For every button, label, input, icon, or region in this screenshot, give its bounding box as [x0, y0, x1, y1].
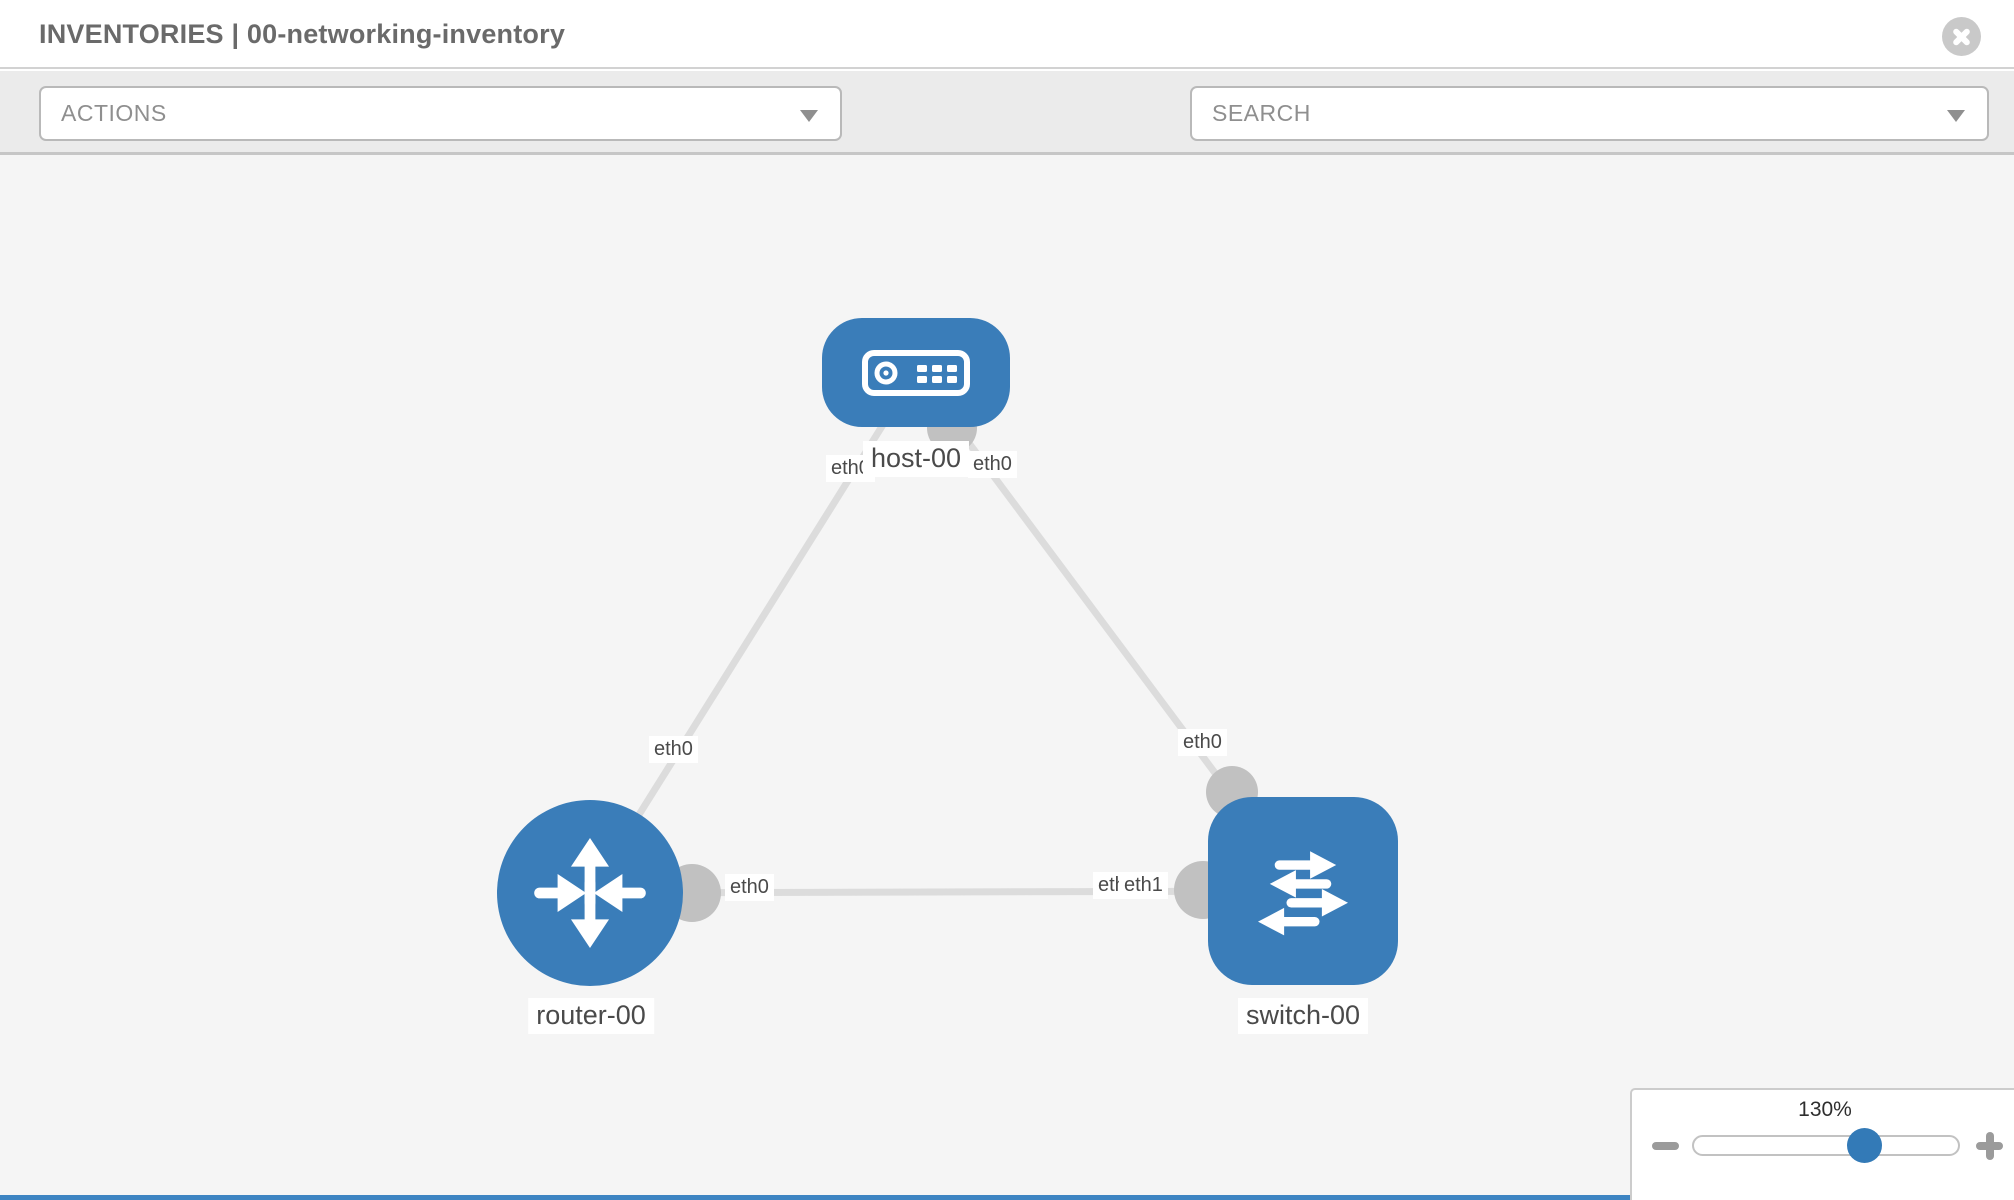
- zoom-out-button[interactable]: [1652, 1142, 1679, 1150]
- chevron-down-icon: [800, 110, 818, 122]
- node-label-router-00: router-00: [528, 998, 654, 1034]
- interface-label-eth0: eth0: [649, 736, 698, 763]
- topology-canvas[interactable]: eth0 eth0 eth0 eth0 eth0 eth0 eth1 host-…: [0, 155, 2014, 1200]
- search-dropdown[interactable]: SEARCH: [1190, 86, 1989, 141]
- node-router-00[interactable]: [497, 800, 683, 986]
- close-icon[interactable]: [1942, 17, 1981, 56]
- search-dropdown-label: SEARCH: [1212, 100, 1311, 126]
- toolbar: ACTIONS SEARCH: [0, 71, 2014, 204]
- actions-dropdown[interactable]: ACTIONS: [39, 86, 842, 141]
- node-host-00[interactable]: [822, 318, 1010, 427]
- zoom-level-value: 130%: [1798, 1098, 1852, 1121]
- title-bar: INVENTORIES | 00-networking-inventory: [0, 0, 2014, 69]
- canvas-bottom-bar: [0, 1195, 1630, 1200]
- zoom-control-panel: 130%: [1630, 1088, 2014, 1200]
- interface-label-eth0: eth0: [1178, 729, 1227, 756]
- chevron-down-icon: [1947, 110, 1965, 122]
- node-switch-00[interactable]: [1208, 797, 1398, 985]
- page-title: INVENTORIES | 00-networking-inventory: [39, 19, 566, 49]
- zoom-in-button[interactable]: [1976, 1128, 2003, 1164]
- zoom-slider-track[interactable]: [1692, 1135, 1960, 1156]
- server-icon: [862, 349, 970, 396]
- interface-label-eth1: eth1: [1119, 872, 1168, 899]
- node-label-host-00: host-00: [862, 441, 970, 477]
- interface-label-eth0: eth0: [968, 451, 1017, 478]
- interface-label-eth0: eth0: [725, 874, 774, 901]
- plus-icon: [1986, 1132, 1994, 1160]
- node-label-switch-00: switch-00: [1237, 998, 1369, 1034]
- zoom-slider-handle[interactable]: [1847, 1128, 1882, 1163]
- links-layer: [587, 369, 1306, 897]
- switch-arrows-icon: [1257, 851, 1349, 936]
- router-arrows-icon: [534, 838, 646, 948]
- actions-dropdown-label: ACTIONS: [61, 100, 167, 126]
